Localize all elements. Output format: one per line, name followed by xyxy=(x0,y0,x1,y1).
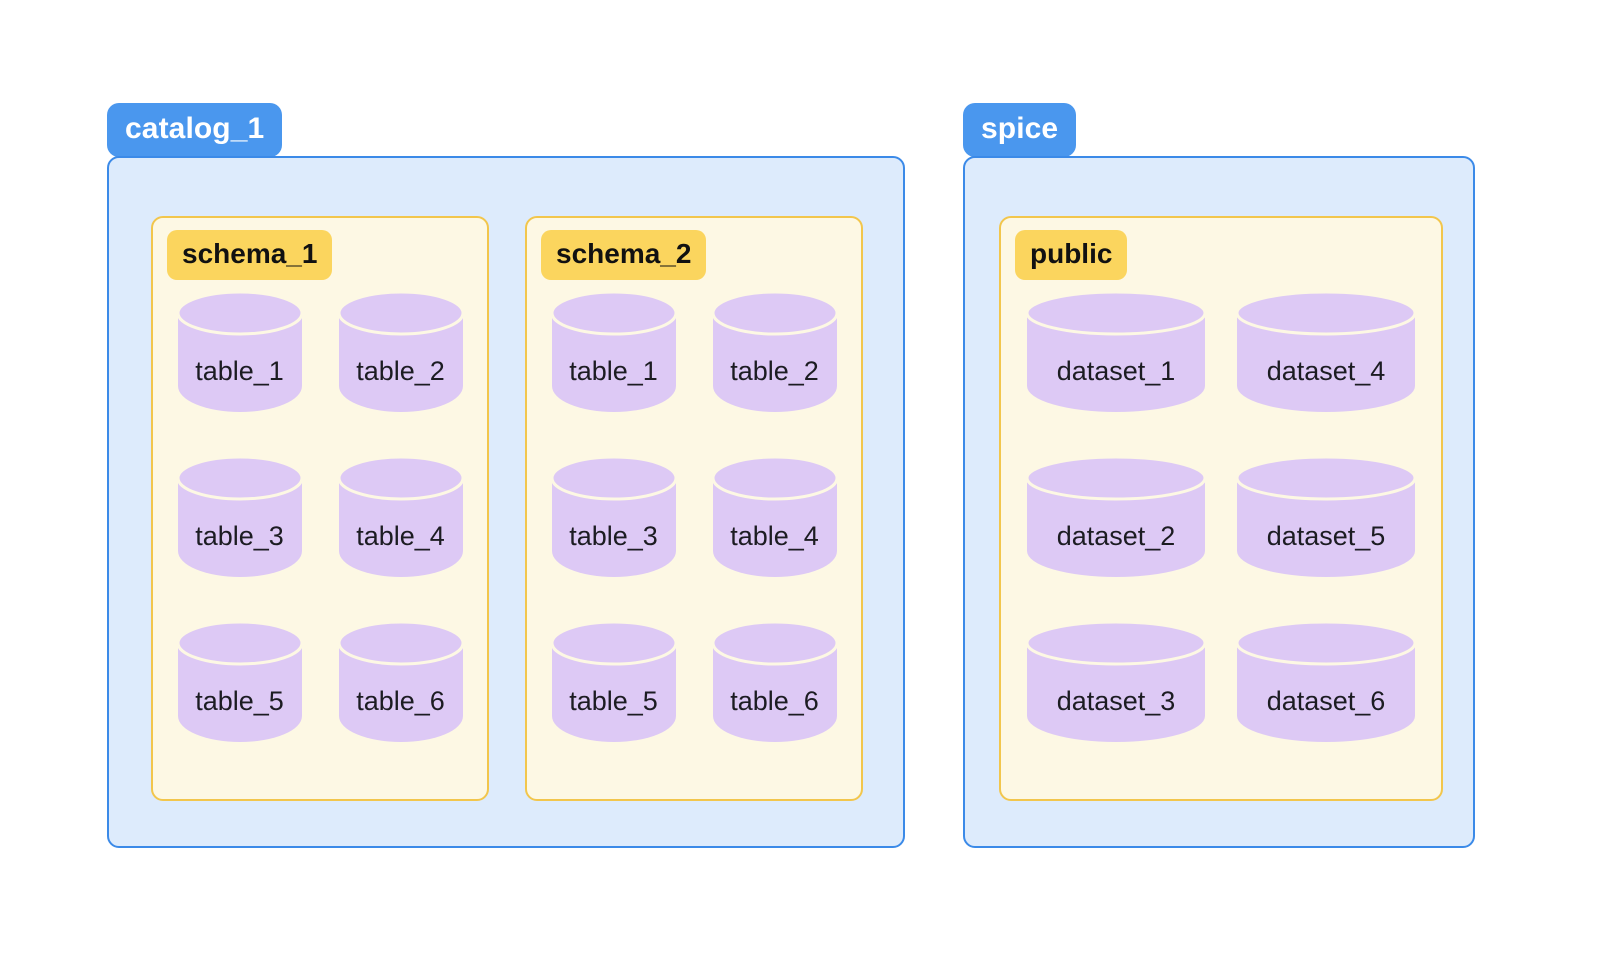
list-item[interactable]: table_5 xyxy=(549,620,678,746)
list-item[interactable]: dataset_2 xyxy=(1025,455,1207,581)
list-item[interactable]: table_6 xyxy=(336,620,465,746)
schema-panel-public: public dataset_1 dat xyxy=(999,216,1443,801)
cylinder-grid-schema-2: table_1 table_2 ta xyxy=(533,290,855,785)
group-tag-catalog-1[interactable]: catalog_1 xyxy=(107,103,283,157)
list-item[interactable]: dataset_3 xyxy=(1025,620,1207,746)
list-item[interactable]: dataset_6 xyxy=(1235,620,1417,746)
schema-tag-schema-1[interactable]: schema_1 xyxy=(167,230,333,280)
list-item[interactable]: table_2 xyxy=(710,290,839,416)
group-catalog-1: catalog_1 schema_1 table_1 xyxy=(107,103,905,848)
schema-tag-public[interactable]: public xyxy=(1015,230,1128,280)
list-item[interactable]: table_5 xyxy=(175,620,304,746)
schema-panel-schema-2: schema_2 table_1 tab xyxy=(525,216,863,801)
list-item[interactable]: dataset_5 xyxy=(1235,455,1417,581)
list-item[interactable]: table_6 xyxy=(710,620,839,746)
group-spice: spice public dataset_1 xyxy=(963,103,1475,848)
schema-tag-schema-2[interactable]: schema_2 xyxy=(541,230,707,280)
list-item[interactable]: table_3 xyxy=(549,455,678,581)
group-tag-spice[interactable]: spice xyxy=(963,103,1077,157)
list-item[interactable]: table_1 xyxy=(549,290,678,416)
list-item[interactable]: table_2 xyxy=(336,290,465,416)
list-item[interactable]: table_1 xyxy=(175,290,304,416)
cylinder-grid-public: dataset_1 dataset_4 xyxy=(1011,290,1431,785)
list-item[interactable]: table_4 xyxy=(336,455,465,581)
group-body-spice: public dataset_1 dat xyxy=(963,156,1475,848)
list-item[interactable]: table_4 xyxy=(710,455,839,581)
list-item[interactable]: table_3 xyxy=(175,455,304,581)
list-item[interactable]: dataset_1 xyxy=(1025,290,1207,416)
list-item[interactable]: dataset_4 xyxy=(1235,290,1417,416)
group-body-catalog-1: schema_1 table_1 tab xyxy=(107,156,905,848)
schema-panel-schema-1: schema_1 table_1 tab xyxy=(151,216,489,801)
cylinder-grid-schema-1: table_1 table_2 ta xyxy=(159,290,481,785)
